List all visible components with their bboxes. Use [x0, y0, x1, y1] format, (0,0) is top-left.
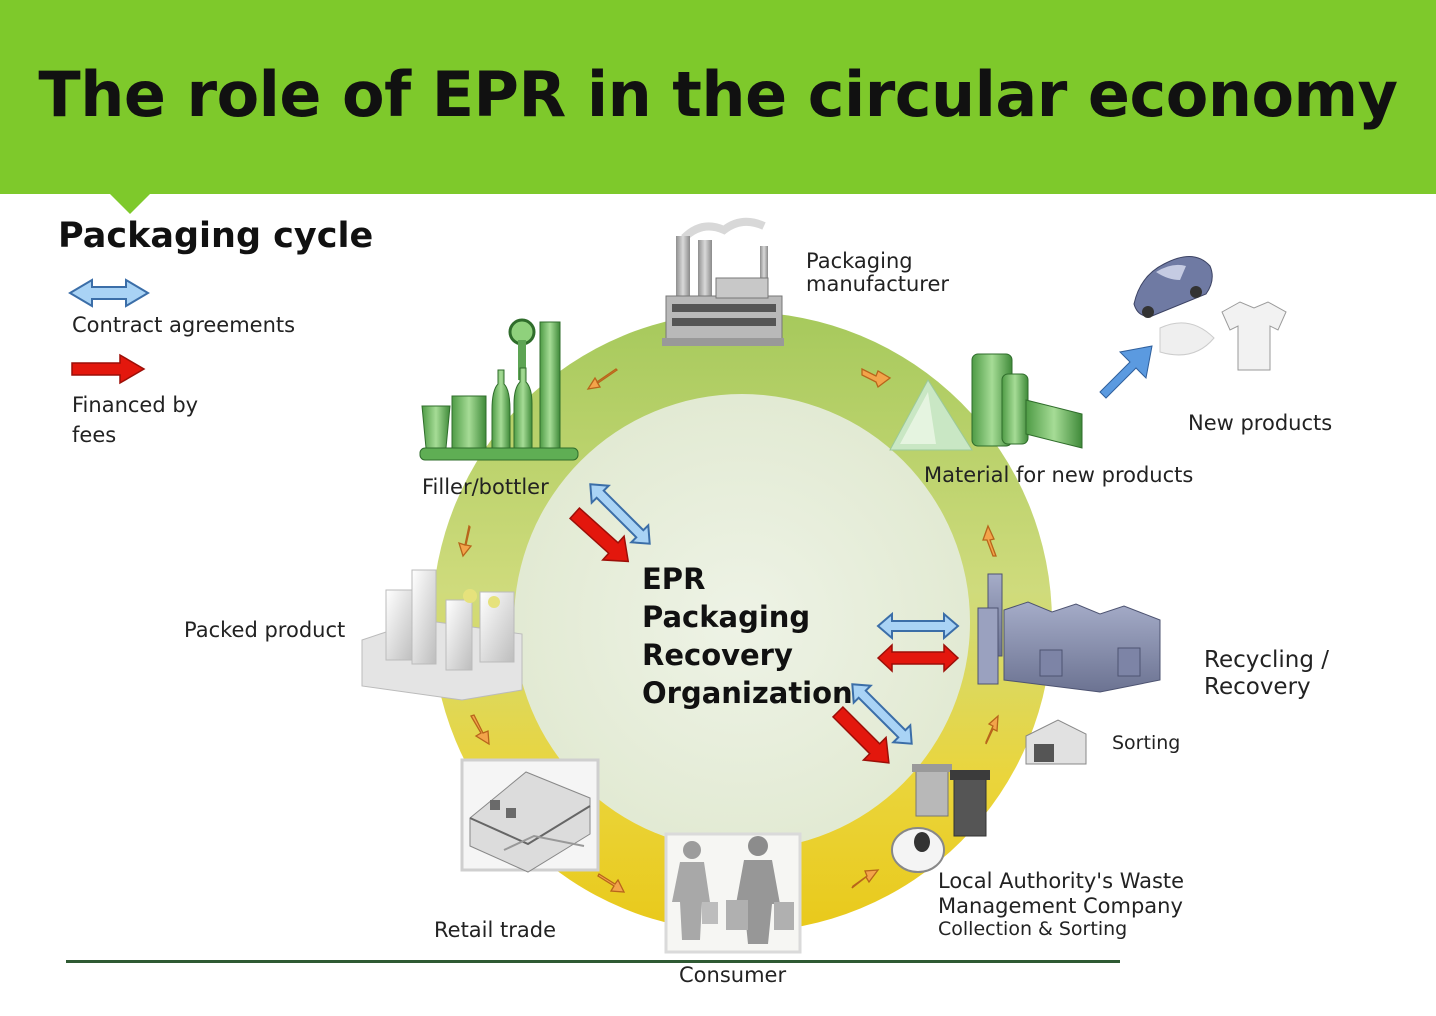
consumer-label: Consumer	[679, 963, 787, 987]
waste-bins-icon	[891, 764, 990, 873]
retail-trade-label: Retail trade	[434, 918, 557, 942]
local-authority-label-line1: Local Authority's Waste	[938, 869, 1185, 893]
epr-line-3: Recovery	[642, 638, 793, 672]
legend-contract-arrow	[68, 278, 150, 308]
recycling-plant-icon	[977, 573, 1161, 693]
contract-arrow-recycling	[876, 611, 960, 641]
legend-financed-label-line2: fees	[72, 423, 117, 447]
new-products-arrow	[1099, 345, 1153, 399]
local-authority-label-line3: Collection & Sorting	[938, 918, 1128, 940]
packed-product-icon	[361, 569, 523, 701]
sorting-label: Sorting	[1112, 732, 1181, 754]
bottling-machine-icon	[419, 318, 579, 461]
flow-arrow	[458, 524, 473, 558]
material-new-products-label: Material for new products	[924, 463, 1194, 487]
recycling-label-line2: Recovery	[1204, 674, 1311, 700]
sorting-facility-icon	[1025, 719, 1087, 765]
flow-arrow	[985, 714, 999, 745]
cycle-flow-arrows	[458, 367, 999, 893]
contract-arrows	[589, 483, 960, 745]
legend-contract-label: Contract agreements	[72, 313, 296, 337]
packaging-manufacturer-label-line1: Packaging	[806, 249, 913, 273]
fee-arrow-filler	[568, 506, 630, 563]
flow-arrow	[586, 368, 619, 390]
fee-arrow-recycling	[876, 643, 960, 673]
slide-title: The role of EPR in the circular economy	[38, 58, 1398, 131]
epr-line-1: EPR	[642, 562, 706, 596]
filler-bottler-label: Filler/bottler	[422, 475, 549, 499]
local-authority-label-line2: Management Company	[938, 894, 1183, 918]
flow-arrow	[861, 367, 892, 389]
flow-arrow	[597, 873, 626, 893]
contract-arrow-collection	[851, 683, 913, 745]
fee-arrows	[568, 506, 960, 764]
recycling-label-line1: Recycling /	[1204, 647, 1330, 673]
epr-organization-label: EPR Packaging Recovery Organization	[642, 560, 853, 712]
packaging-manufacturer-label-line2: manufacturer	[806, 272, 950, 296]
new-products-label: New products	[1188, 411, 1333, 435]
legend-financed-label-line1: Financed by	[72, 393, 199, 417]
retail-store-icon	[460, 758, 600, 873]
title-bar-notch	[108, 192, 152, 214]
consumers-shopping-icon	[664, 832, 802, 954]
factory-icon	[662, 217, 784, 346]
footer-divider	[66, 960, 1120, 963]
flow-arrow	[982, 524, 997, 557]
epr-line-2: Packaging	[642, 600, 811, 634]
flow-arrow	[470, 714, 490, 746]
legend-fee-arrow	[71, 353, 146, 385]
flow-arrow	[851, 869, 880, 889]
fee-arrow-collection	[831, 705, 890, 764]
contract-arrow-filler	[589, 483, 651, 545]
raw-material-icon	[889, 353, 1083, 451]
legend-title: Packaging cycle	[58, 216, 374, 256]
new-products-icon	[1133, 256, 1287, 371]
packed-product-label: Packed product	[184, 618, 346, 642]
title-bar	[0, 0, 1436, 194]
epr-line-4: Organization	[642, 676, 853, 710]
